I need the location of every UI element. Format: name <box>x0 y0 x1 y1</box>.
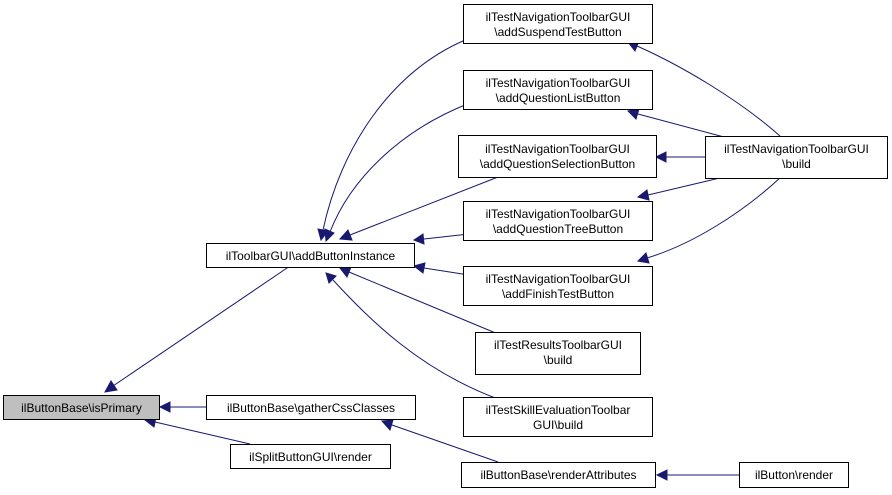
edge-navBuild-to-addQuestionTree <box>636 176 725 201</box>
node-label-line: \addQuestionListButton <box>496 91 621 105</box>
node-label-line: ilTestResultsToolbarGUI <box>494 338 622 352</box>
node-label-line: ilTestNavigationToolbarGUI <box>486 76 631 90</box>
node-resultsBuild[interactable]: ilTestResultsToolbarGUI\build <box>475 332 641 375</box>
node-label-line: ilTestNavigationToolbarGUI <box>486 10 631 24</box>
node-renderAttributes[interactable]: ilButtonBase\renderAttributes <box>461 462 656 488</box>
node-addQuestionTree[interactable]: ilTestNavigationToolbarGUI\addQuestionTr… <box>463 201 653 241</box>
node-label-line: \addQuestionSelectionButton <box>480 157 635 171</box>
node-label-line: \addFinishTestButton <box>502 287 614 301</box>
node-label-line: ilTestNavigationToolbarGUI <box>485 142 630 156</box>
svg-text:ilButtonBase\isPrimary: ilButtonBase\isPrimary <box>21 401 142 415</box>
svg-text:ilTestResultsToolbarGUI\build: ilTestResultsToolbarGUI\build <box>494 338 622 367</box>
node-label-line: \addSuspendTestButton <box>494 25 621 39</box>
svg-text:ilTestNavigationToolbarGUI\add: ilTestNavigationToolbarGUI\addFinishTest… <box>486 272 631 301</box>
edge-navBuild-to-addQuestionSelection <box>654 151 706 163</box>
node-gatherCssClasses[interactable]: ilButtonBase\gatherCssClasses <box>206 395 416 420</box>
svg-text:ilTestNavigationToolbarGUI\add: ilTestNavigationToolbarGUI\addQuestionTr… <box>486 207 631 236</box>
node-label-line: ilSplitButtonGUI\render <box>249 450 372 464</box>
svg-text:ilTestNavigationToolbarGUI\bui: ilTestNavigationToolbarGUI\build <box>724 142 869 171</box>
svg-text:ilSplitButtonGUI\render: ilSplitButtonGUI\render <box>249 450 372 464</box>
svg-text:ilTestNavigationToolbarGUI\add: ilTestNavigationToolbarGUI\addSuspendTes… <box>486 10 631 39</box>
node-addSuspend[interactable]: ilTestNavigationToolbarGUI\addSuspendTes… <box>463 4 653 44</box>
node-label-line: ilButtonBase\isPrimary <box>21 401 142 415</box>
node-label-line: \build <box>544 353 573 367</box>
node-label-line: ilTestNavigationToolbarGUI <box>486 272 631 286</box>
edge-addQuestionTree-to-addButtonInstance <box>412 233 470 245</box>
node-label-line: ilButtonBase\gatherCssClasses <box>227 401 395 415</box>
node-addQuestionList[interactable]: ilTestNavigationToolbarGUI\addQuestionLi… <box>463 70 653 110</box>
edge-addQuestionList-to-addButtonInstance <box>324 102 471 243</box>
node-addFinish[interactable]: ilTestNavigationToolbarGUI\addFinishTest… <box>463 266 653 306</box>
node-splitRender[interactable]: ilSplitButtonGUI\render <box>230 444 391 469</box>
node-label-line: \addQuestionTreeButton <box>493 222 623 236</box>
node-label-line: ilTestNavigationToolbarGUI <box>724 142 869 156</box>
edge-renderAttributes-to-gatherCssClasses <box>380 419 499 463</box>
node-label-line: GUI\build <box>533 418 583 432</box>
edge-navBuild-to-addFinish <box>636 176 782 264</box>
svg-text:ilToolbarGUI\addButtonInstance: ilToolbarGUI\addButtonInstance <box>226 249 396 263</box>
svg-text:ilTestNavigationToolbarGUI\add: ilTestNavigationToolbarGUI\addQuestionLi… <box>486 76 631 105</box>
svg-text:ilButtonBase\gatherCssClasses: ilButtonBase\gatherCssClasses <box>227 401 395 415</box>
svg-text:ilButtonBase\renderAttributes: ilButtonBase\renderAttributes <box>480 468 636 482</box>
edge-addQuestionSelection-to-addButtonInstance <box>338 176 499 241</box>
node-label-line: ilButtonBase\renderAttributes <box>480 468 636 482</box>
node-label-line: ilButton\render <box>755 468 833 482</box>
node-label-line: \build <box>782 157 811 171</box>
node-buttonRender[interactable]: ilButton\render <box>739 462 849 488</box>
edge-skillBuild-to-addButtonInstance <box>325 272 499 400</box>
edge-navBuild-to-addQuestionList <box>626 108 725 138</box>
node-label-line: ilTestNavigationToolbarGUI <box>486 207 631 221</box>
edge-splitRender-to-isPrimary <box>143 416 251 445</box>
edge-buttonRender-to-renderAttributes <box>655 469 740 481</box>
node-label-line: ilTestSkillEvaluationToolbar <box>486 403 631 417</box>
edge-gatherCssClasses-to-isPrimary <box>158 401 207 413</box>
node-addQuestionSelection[interactable]: ilTestNavigationToolbarGUI\addQuestionSe… <box>458 135 657 178</box>
svg-text:ilTestNavigationToolbarGUI\add: ilTestNavigationToolbarGUI\addQuestionSe… <box>480 142 635 171</box>
node-label-line: ilToolbarGUI\addButtonInstance <box>226 249 396 263</box>
node-navBuild[interactable]: ilTestNavigationToolbarGUI\build <box>705 136 888 179</box>
node-isPrimary[interactable]: ilButtonBase\isPrimary <box>3 395 160 420</box>
edge-addButtonInstance-to-isPrimary <box>104 265 291 393</box>
svg-text:ilButton\render: ilButton\render <box>755 468 833 482</box>
node-addButtonInstance[interactable]: ilToolbarGUI\addButtonInstance <box>206 243 415 268</box>
edge-addFinish-to-addButtonInstance <box>412 262 470 276</box>
